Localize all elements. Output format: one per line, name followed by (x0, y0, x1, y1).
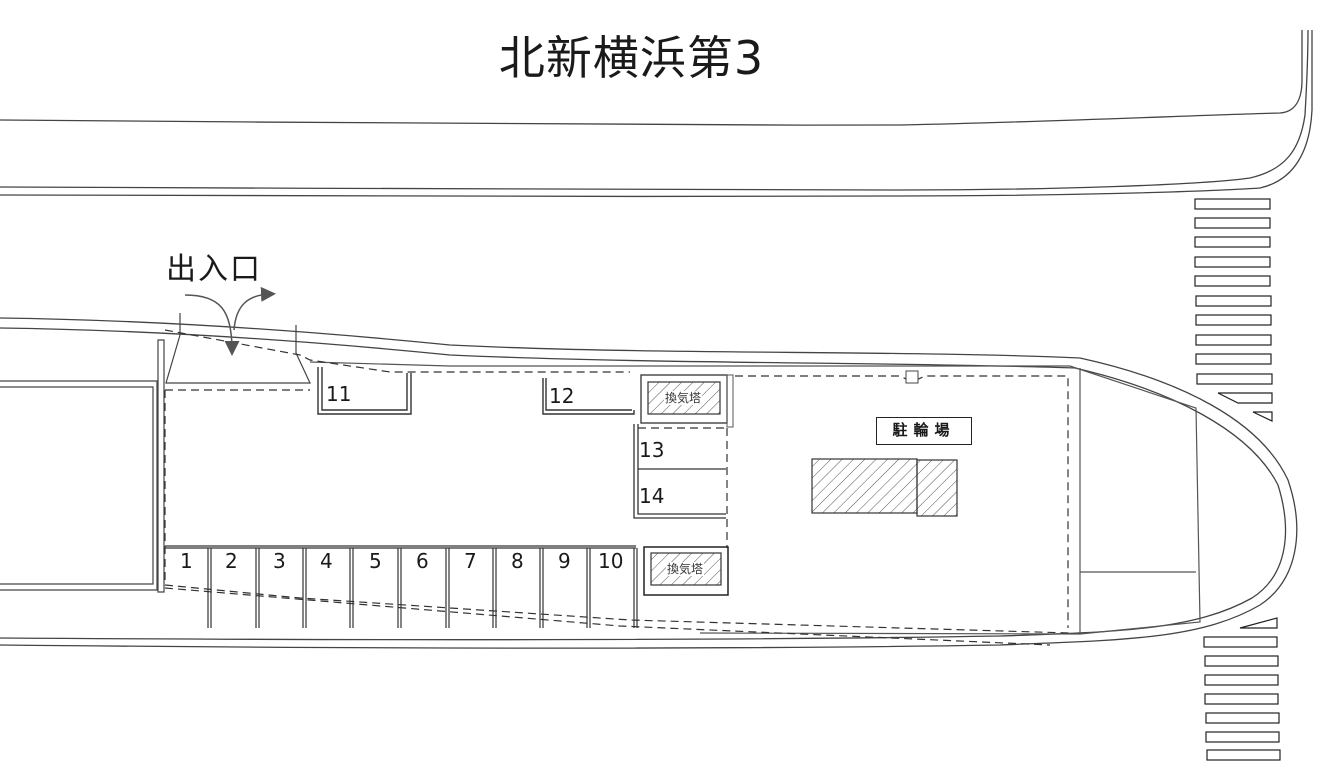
page-title: 北新横浜第3 (498, 31, 765, 85)
left-building (0, 339, 165, 593)
slot-6[interactable]: 6 (416, 549, 429, 573)
upper-road (0, 29, 1313, 198)
slot-14[interactable]: 14 (639, 484, 665, 508)
slot-12[interactable]: 12 (549, 384, 575, 408)
boundary-marker (905, 370, 919, 384)
crosswalk-lower (1203, 617, 1281, 761)
slot-8[interactable]: 8 (511, 549, 524, 573)
slot-5[interactable]: 5 (369, 549, 382, 573)
slot-11[interactable]: 11 (326, 382, 352, 406)
entrance-label: 出入口 (166, 252, 262, 287)
lot-boundary (0, 317, 1298, 649)
vent-tower-top-label: 換気塔 (664, 391, 703, 405)
bicycle-parking-label: 駐輪場 (876, 417, 972, 445)
slot-1[interactable]: 1 (180, 549, 193, 573)
entrance-arrows (184, 286, 276, 356)
slot-2[interactable]: 2 (225, 549, 238, 573)
lot-inner-edge (309, 361, 1201, 635)
dashed-boundary (164, 329, 1071, 646)
slot-4[interactable]: 4 (320, 549, 333, 573)
bicycle-parking-area (811, 458, 958, 517)
vent-tower-bottom-label: 換気塔 (666, 562, 705, 576)
slot-9[interactable]: 9 (558, 549, 571, 573)
slot-walls-top (317, 367, 635, 415)
slot-walls-13-14 (633, 424, 726, 519)
bottom-slot-dividers (165, 545, 638, 628)
vent-tower-top-frame (640, 374, 734, 428)
slot-13[interactable]: 13 (639, 438, 665, 462)
slot-7[interactable]: 7 (464, 549, 477, 573)
crosswalk-upper (1194, 198, 1273, 422)
slot-10[interactable]: 10 (598, 549, 624, 573)
entrance-ramp (165, 313, 311, 384)
slot-3[interactable]: 3 (273, 549, 286, 573)
